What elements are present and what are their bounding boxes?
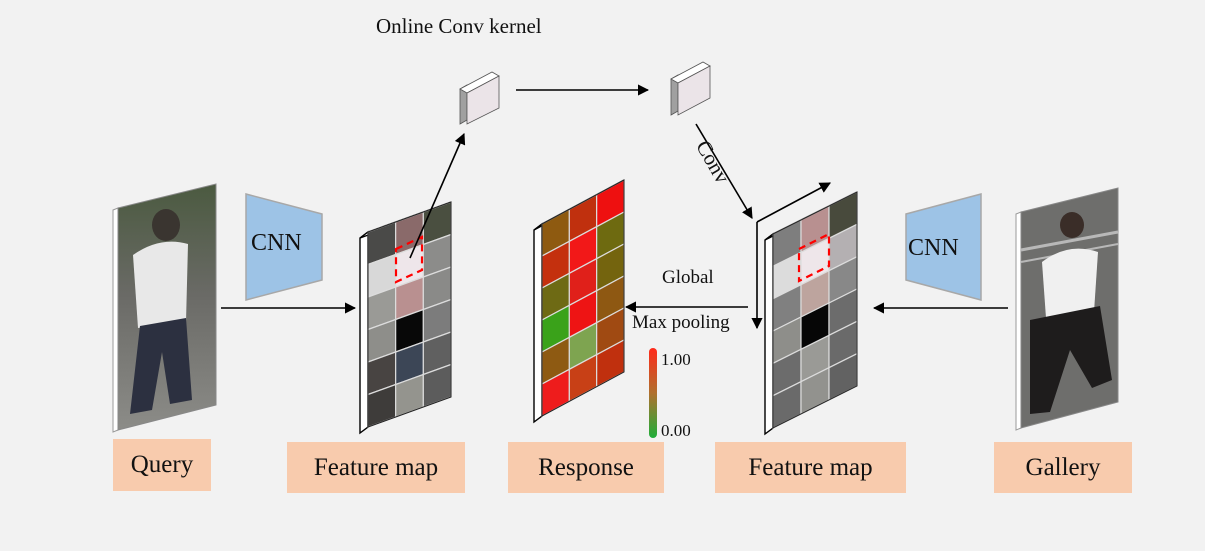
label-response: Response <box>508 442 664 493</box>
cnn-label-left: CNN <box>251 230 302 256</box>
highlight-box-right <box>797 232 831 283</box>
colorbar-max-label: 1.00 <box>661 350 691 369</box>
arrow-pool-horizontal <box>756 182 831 223</box>
colorbar-min-label: 0.00 <box>661 421 691 440</box>
person-pants <box>130 318 192 414</box>
feature-map-right-border <box>772 191 858 429</box>
pool-label-max: Max pooling <box>632 312 730 333</box>
highlight-box-left <box>394 235 424 284</box>
feature-map-right-edge <box>764 232 774 436</box>
feature-map-right <box>764 191 858 436</box>
person-head <box>152 209 180 241</box>
conv-kernel-left <box>459 71 500 125</box>
query-image <box>112 183 217 433</box>
label-gallery: Gallery <box>994 442 1132 493</box>
response-map <box>533 178 625 424</box>
label-query: Query <box>113 439 211 491</box>
response-map-border <box>541 179 625 417</box>
kernel-title: Online Conv kernel <box>376 14 542 38</box>
colorbar <box>649 348 657 438</box>
arrow-feature-to-kernel <box>409 132 466 259</box>
arrow-conv <box>695 123 753 219</box>
conv-kernel-right <box>670 61 711 116</box>
feature-map-left <box>359 201 452 435</box>
label-feature-map-right: Feature map <box>715 442 906 493</box>
feature-map-left-border <box>367 201 452 428</box>
cnn-label-right: CNN <box>908 235 959 261</box>
cnn-block-left <box>245 193 323 301</box>
pool-label-global: Global <box>662 267 714 288</box>
label-feature-map-left: Feature map <box>287 442 465 493</box>
gallery-image <box>1015 187 1119 431</box>
person-shirt <box>133 241 188 328</box>
response-map-edge <box>533 222 543 424</box>
cnn-block-right <box>905 193 982 301</box>
feature-map-left-edge <box>359 230 369 435</box>
